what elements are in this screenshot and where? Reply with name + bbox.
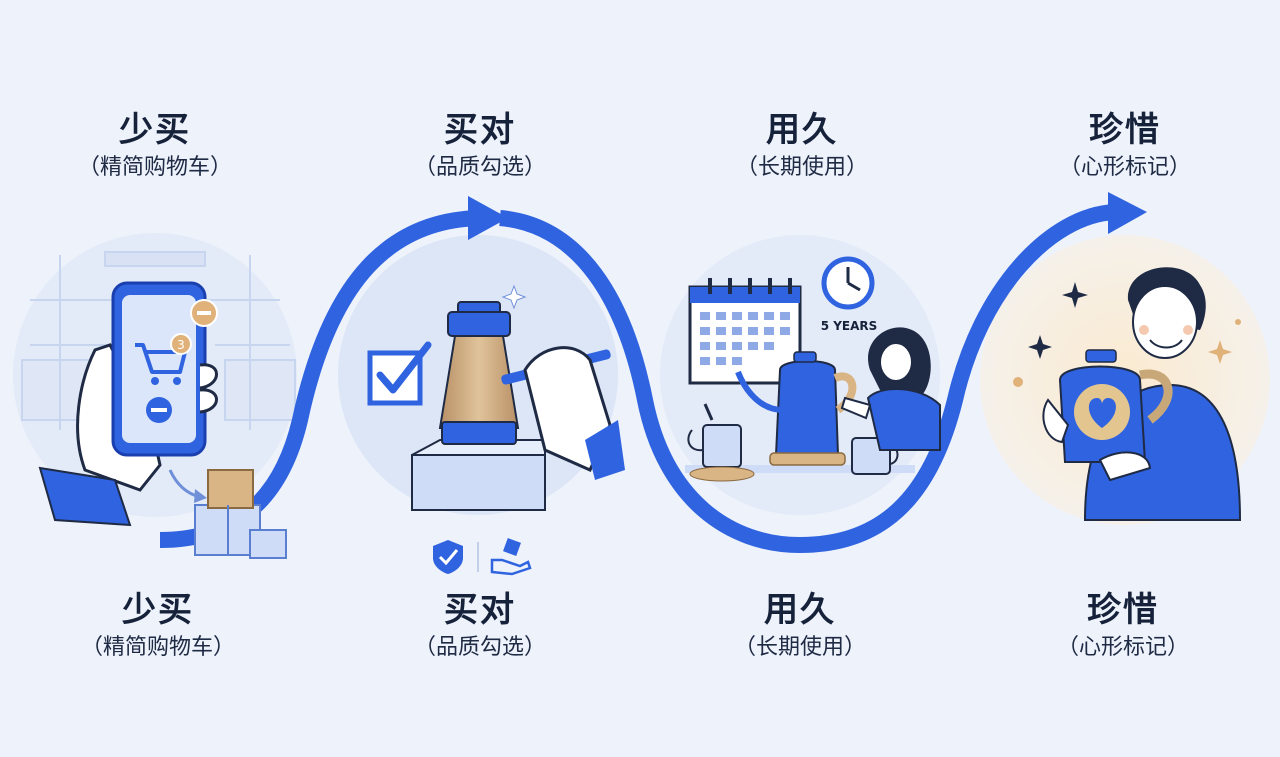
stage-3-title: 用久 [766,110,838,150]
shipping-boxes-icon [194,469,287,559]
stage-4-title: 珍惜 [1087,590,1159,630]
years-label: 5 YEARS [821,319,878,333]
stage-2-label-bottom: 买对 （品质勾选） [360,588,600,664]
heart-kettle-icon [1013,267,1242,521]
stage-1-subtitle: （精简购物车） [80,635,235,660]
phone-cart-icon: 3 [38,281,218,527]
stage-2-title: 买对 [444,590,516,630]
hand-gift-icon [490,538,532,576]
stage-3-subtitle: （长期使用） [735,155,868,180]
stage-3-label-top: 用久 （长期使用） [682,108,922,184]
checkbox-pour-over-icon [367,284,625,511]
stage-1-label-bottom: 少买 （精简购物车） [38,588,278,664]
arrow-head-1 [468,196,508,240]
stage-1-title: 少买 [119,110,191,150]
stage-4-subtitle: （心形标记） [1056,635,1189,660]
stage-3-subtitle: （长期使用） [733,635,866,660]
stage-2-label-top: 买对 （品质勾选） [360,108,600,184]
stage-4-title: 珍惜 [1089,110,1161,150]
kettle-calendar-icon: 5 YEARS [685,256,941,482]
arrow-head-2 [1108,192,1147,234]
stage-3-title: 用久 [764,590,836,630]
cart-count-badge: 3 [177,338,185,352]
stage-2-title: 买对 [444,110,516,150]
quality-shield-icon [433,540,463,574]
stage-1-subtitle: （精简购物车） [77,155,232,180]
stage-1-label-top: 少买 （精简购物车） [35,108,275,184]
stage-2-subtitle: （品质勾选） [413,635,546,660]
stage-4-label-top: 珍惜 （心形标记） [1005,108,1245,184]
stage-4-subtitle: （心形标记） [1058,155,1191,180]
stage-4-label-bottom: 珍惜 （心形标记） [1003,588,1243,664]
stage-1-title: 少买 [122,590,194,630]
stage-3-label-bottom: 用久 （长期使用） [680,588,920,664]
stage-2-subtitle: （品质勾选） [413,155,546,180]
